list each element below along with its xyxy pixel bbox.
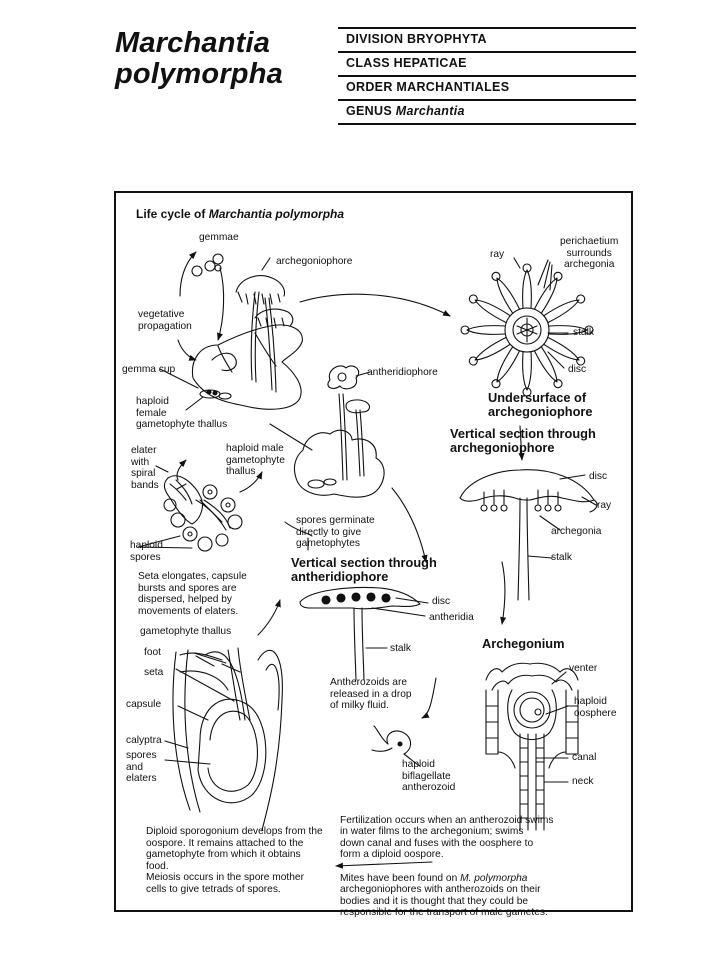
- sporogonium-drawing: [172, 647, 283, 831]
- antheridiophore-section-drawing: [299, 586, 429, 681]
- label-stalk-mid: stalk: [551, 552, 572, 563]
- label-perichaetium: perichaetium surrounds archegonia: [560, 236, 619, 271]
- caption-diploid-sporogonium: Diploid sporogonium develops from the oo…: [146, 826, 323, 895]
- label-canal: canal: [572, 752, 597, 763]
- diagram-frame: [114, 191, 633, 912]
- label-archegonia: archegonia: [551, 526, 602, 537]
- archegoniophore-section-drawing: [459, 469, 598, 601]
- caption-mites-rest: archegoniophores with antherozoids on th…: [340, 884, 548, 919]
- genus-name: Marchantia: [395, 104, 465, 118]
- label-foot: foot: [144, 647, 161, 658]
- male-gametophyte-drawing: [293, 365, 385, 498]
- label-gemmae: gemmae: [199, 232, 239, 243]
- title-line-2: polymorpha: [115, 58, 283, 90]
- caption-antherozoids-released: Antherozoids are released in a drop of m…: [330, 677, 412, 712]
- spores-elaters-drawing: [163, 475, 243, 552]
- caption-fertilization: Fertilization occurs when an antherozoid…: [340, 803, 553, 919]
- diagram-title: Life cycle of Marchantia polymorpha: [136, 207, 344, 221]
- taxonomy-table: DIVISION BRYOPHYTA CLASS HEPATICAE ORDER…: [338, 27, 636, 125]
- label-stalk-anth: stalk: [390, 643, 411, 654]
- taxonomy-genus: GENUS Marchantia: [338, 99, 636, 125]
- heading-vs-antheridiophore: Vertical section through antheridiophore: [291, 555, 437, 584]
- label-venter: venter: [569, 663, 598, 674]
- label-gametophyte-thallus: gametophyte thallus: [140, 626, 232, 637]
- label-haploid-female-thallus: haploid female gametophyte thallus: [136, 396, 228, 431]
- caption-mites-prefix: Mites have been found on: [340, 872, 461, 884]
- caption-fertilization-text: Fertilization occurs when an antherozoid…: [340, 814, 554, 861]
- label-haploid-spores: haploid spores: [130, 540, 163, 563]
- genus-prefix: GENUS: [346, 104, 396, 118]
- diagram-title-species: Marchantia polymorpha: [208, 207, 345, 221]
- label-vegetative-propagation: vegetative propagation: [138, 309, 192, 332]
- diagram-title-prefix: Life cycle of: [136, 207, 209, 221]
- heading-archegonium: Archegonium: [482, 636, 565, 651]
- title-line-1: Marchantia: [115, 27, 271, 59]
- taxonomy-division: DIVISION BRYOPHYTA: [338, 27, 636, 51]
- taxonomy-order: ORDER MARCHANTIALES: [338, 75, 636, 99]
- label-capsule: capsule: [126, 699, 162, 710]
- label-ray-mid: ray: [597, 500, 612, 511]
- heading-vs-archegoniophore: Vertical section through archegoniophore: [450, 426, 596, 455]
- species-title: Marchantia polymorpha: [115, 28, 283, 90]
- cycle-arrows: [137, 251, 525, 869]
- label-ray-top: ray: [490, 249, 505, 260]
- archegoniophore-undersurface-drawing: [460, 263, 594, 397]
- label-antheridia: antheridia: [429, 612, 474, 623]
- caption-seta-elongates: Seta elongates, capsule bursts and spore…: [138, 571, 247, 617]
- label-calyptra: calyptra: [126, 735, 162, 746]
- label-haploid-oosphere: haploid oosphere: [574, 696, 617, 719]
- label-spores-elaters: spores and elaters: [126, 750, 157, 785]
- label-spores-germinate: spores germinate directly to give gameto…: [296, 515, 375, 550]
- antherozoid-drawing: [371, 725, 421, 767]
- label-disc-top: disc: [568, 364, 587, 375]
- label-haploid-male-thallus: haploid male gametophyte thallus: [226, 443, 285, 478]
- female-gametophyte-drawing: [191, 253, 303, 410]
- heading-undersurface: Undersurface of archegoniophore: [488, 390, 593, 419]
- label-disc-anth: disc: [432, 596, 451, 607]
- caption-mites-species: M. polymorpha: [460, 872, 528, 884]
- label-gemma-cup: gemma cup: [122, 364, 176, 375]
- label-archegoniophore: archegoniophore: [276, 256, 353, 267]
- taxonomy-class: CLASS HEPATICAE: [338, 51, 636, 75]
- label-seta: seta: [144, 667, 164, 678]
- label-disc-mid: disc: [589, 471, 608, 482]
- label-antheridiophore: antheridiophore: [367, 367, 438, 378]
- archegonium-drawing: [485, 662, 579, 831]
- label-stalk-top: stalk: [573, 327, 594, 338]
- label-haploid-antherozoid: haploid biflagellate antherozoid: [402, 759, 456, 794]
- label-neck: neck: [572, 776, 594, 787]
- label-elater: elater with spiral bands: [131, 445, 159, 491]
